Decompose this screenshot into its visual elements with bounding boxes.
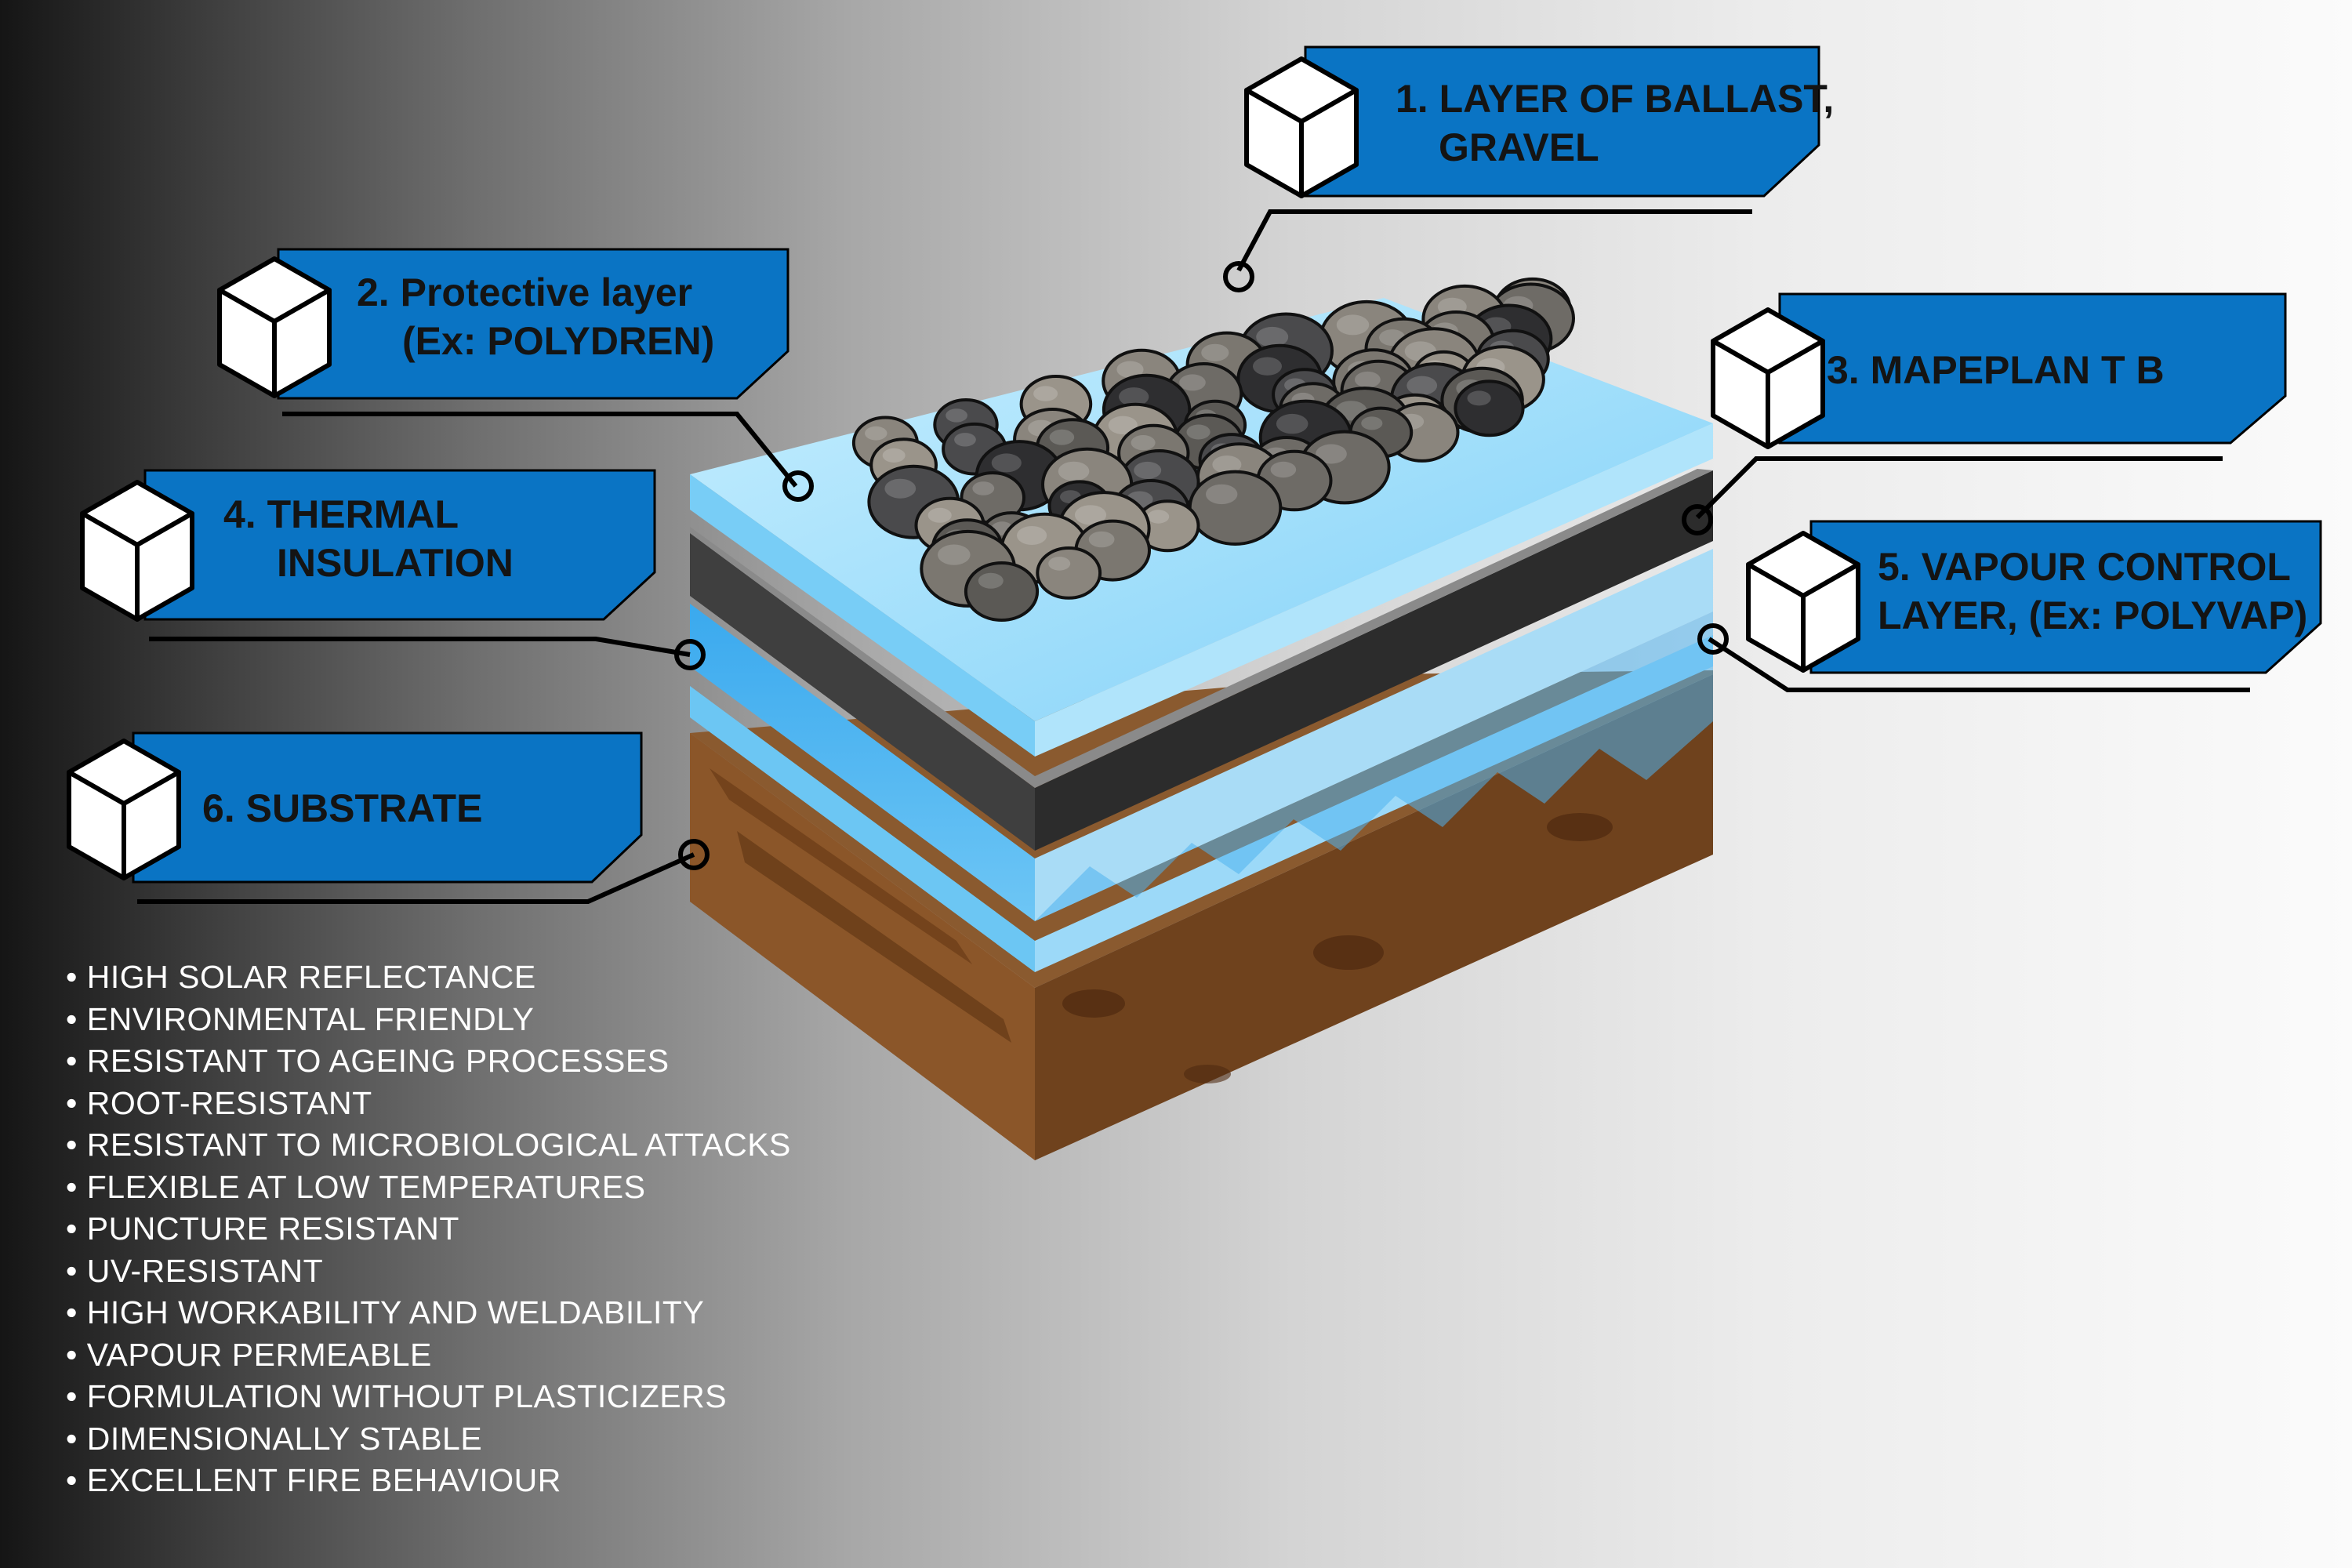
feature-item: • ROOT-RESISTANT (66, 1084, 372, 1121)
gravel-highlight (1088, 531, 1115, 548)
gravel-highlight (1361, 416, 1383, 430)
thermal-insulation-block (690, 549, 1713, 921)
leader-dot-2 (782, 470, 814, 502)
leader-line-4 (149, 637, 691, 657)
label-4-line1: 4. THERMAL (223, 492, 459, 536)
leader-line-6 (137, 852, 695, 904)
gravel-highlight (1201, 343, 1229, 361)
feature-item: • FORMULATION WITHOUT PLASTICIZERS (66, 1378, 728, 1414)
feature-item: • HIGH WORKABILITY AND WELDABILITY (66, 1294, 705, 1330)
gravel-highlight (954, 433, 976, 447)
label-5-text: 5. VAPOUR CONTROL LAYER, (Ex: POLYVAP) (1878, 543, 2307, 640)
cube-icon-4 (80, 480, 194, 622)
label-boxes (132, 45, 2322, 884)
feature-item: • HIGH SOLAR REFLECTANCE (66, 959, 536, 995)
gravel-highlight (946, 408, 967, 423)
label-1-text: 1. LAYER OF BALLAST, GRAVEL (1396, 74, 1834, 172)
gravel-highlight (1049, 429, 1075, 445)
gravel-highlight (1270, 461, 1297, 478)
leader-line-5 (1708, 637, 2250, 692)
label-2-text: 2. Protective layer (Ex: POLYDREN) (357, 268, 714, 365)
leader-dot-1 (1223, 261, 1254, 292)
gravel-highlight (1406, 376, 1438, 395)
gravel-highlight (978, 572, 1004, 589)
gravel-highlight (1147, 510, 1170, 524)
leader-line-2 (282, 412, 798, 488)
gravel-stone (964, 561, 1040, 622)
leader-line-1 (1236, 209, 1752, 272)
gravel-highlight (1108, 416, 1138, 434)
gravel-highlight (1256, 326, 1289, 347)
feature-item: • RESISTANT TO MICROBIOLOGICAL ATTACKS (66, 1127, 791, 1163)
gravel-highlight (1355, 371, 1381, 388)
gravel-highlight (1206, 484, 1238, 505)
gravel-highlight (1179, 374, 1206, 391)
gravel-highlight (1033, 386, 1058, 401)
cube-icon-5 (1746, 531, 1860, 673)
gravel-highlight (1186, 424, 1210, 440)
label-6-line1: 6. SUBSTRATE (202, 786, 483, 830)
gravel-highlight (1316, 444, 1347, 464)
leader-lines (137, 209, 2250, 904)
gravel-stone (1188, 470, 1283, 546)
label-2-line2: (Ex: POLYDREN) (402, 319, 715, 363)
gravel-highlight (1134, 461, 1162, 479)
cube-icon-1 (1244, 56, 1359, 198)
gravel-highlight (1017, 526, 1047, 545)
gravel-highlight (1212, 456, 1242, 474)
gravel-highlight (1253, 357, 1282, 376)
feature-item: • UV-RESISTANT (66, 1252, 324, 1289)
feature-item: • DIMENSIONALLY STABLE (66, 1420, 483, 1457)
feature-item: • ENVIRONMENTAL FRIENDLY (66, 1000, 535, 1037)
label-2-line1: 2. Protective layer (357, 270, 693, 314)
gravel-highlight (1074, 505, 1107, 525)
feature-item: • VAPOUR PERMEABLE (66, 1336, 432, 1373)
membrane-layer (690, 469, 1713, 851)
features-list: • HIGH SOLAR REFLECTANCE • ENVIRONMENTAL… (66, 956, 791, 1502)
gravel-highlight (938, 544, 971, 565)
label-3-line1: 3. MAPEPLAN T B (1827, 348, 2165, 392)
feature-item: • PUNCTURE RESISTANT (66, 1210, 459, 1247)
cube-icon-2 (217, 256, 332, 398)
gravel-highlight (1336, 314, 1370, 336)
label-5-line1: 5. VAPOUR CONTROL (1878, 545, 2291, 589)
gravel-highlight (865, 426, 887, 441)
leader-line-3 (1695, 456, 2223, 520)
leader-dot-3 (1682, 504, 1713, 535)
label-4-text: 4. THERMAL INSULATION (223, 490, 514, 587)
leader-dot-4 (674, 639, 706, 670)
gravel-stone (1454, 379, 1525, 437)
label-6-text: 6. SUBSTRATE (202, 784, 482, 833)
gravel-highlight (972, 481, 995, 495)
gravel-pile (851, 277, 1575, 622)
gravel-highlight (882, 448, 906, 463)
gravel-highlight (991, 453, 1022, 473)
feature-item: • RESISTANT TO AGEING PROCESSES (66, 1043, 670, 1079)
leader-dots (674, 261, 1729, 870)
gravel-highlight (1058, 461, 1090, 481)
leader-dot-6 (678, 839, 710, 870)
gravel-highlight (1276, 413, 1308, 434)
gravel-highlight (1467, 390, 1491, 406)
label-1-line1: 1. LAYER OF BALLAST, (1396, 77, 1835, 121)
label-3-text: 3. MAPEPLAN T B (1827, 346, 2165, 394)
feature-item: • FLEXIBLE AT LOW TEMPERATURES (66, 1168, 646, 1205)
gravel-highlight (1131, 435, 1156, 451)
gravel-highlight (1048, 557, 1071, 571)
cube-icon-3 (1711, 307, 1825, 449)
feature-item: • EXCELLENT FIRE BEHAVIOUR (66, 1462, 561, 1498)
label-1-line2: GRAVEL (1439, 125, 1599, 169)
gravel-highlight (884, 478, 916, 499)
cube-icon-6 (67, 739, 181, 880)
gravel-highlight (1116, 361, 1144, 379)
label-5-line2: LAYER, (Ex: POLYVAP) (1878, 593, 2308, 637)
gravel-highlight (1119, 387, 1149, 407)
gravel-highlight (927, 507, 952, 523)
gravel-stone (1036, 546, 1102, 600)
label-4-line2: INSULATION (277, 541, 514, 585)
leader-dot-5 (1697, 623, 1729, 655)
